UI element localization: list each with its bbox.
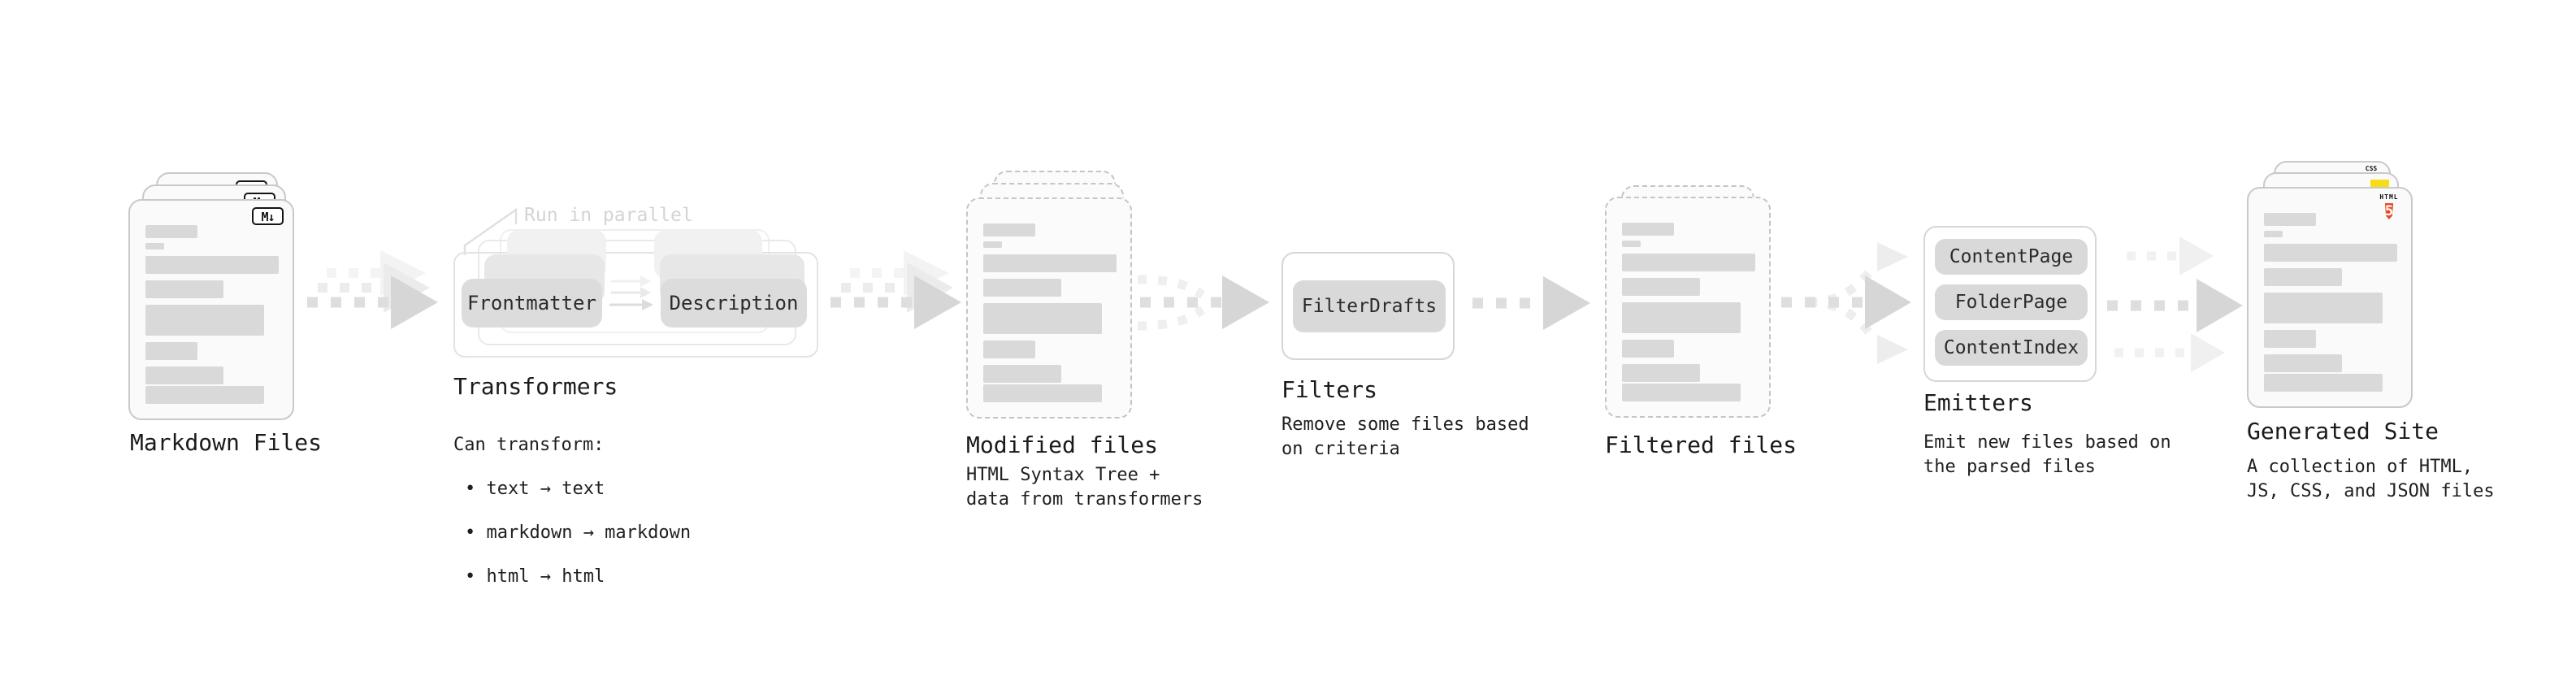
run-in-parallel-leader-line: [463, 207, 518, 255]
arrow-filtered-to-emitters: [1781, 242, 1911, 364]
arrow-transformers-to-modified: [830, 250, 961, 329]
folder-page-label: FolderPage: [1954, 292, 2068, 313]
markdown-icon: M↓: [252, 207, 284, 225]
emitters-title: Emitters: [1923, 389, 2033, 416]
transformers-bullet: • text → text: [465, 479, 605, 499]
markdown-files-stack: M↓ M↓ M↓: [128, 172, 323, 424]
text-line-placeholders: [968, 199, 1130, 417]
transformers-title: Transformers: [453, 373, 618, 400]
filters-caption: Remove some files based on criteria: [1281, 414, 1529, 459]
frontmatter-label: Frontmatter: [467, 292, 596, 314]
transformers-caption: Can transform: • text → text • markdown …: [453, 412, 691, 609]
modified-files-caption: HTML Syntax Tree + data from transformer…: [966, 465, 1203, 510]
description-label: Description: [669, 292, 799, 314]
generated-site-stack: CSS HTML 5: [2247, 161, 2442, 413]
html5-icon: HTML 5: [2379, 193, 2399, 219]
text-line-placeholders: [130, 201, 293, 419]
run-in-parallel-label: Run in parallel: [524, 205, 693, 226]
content-index-box: ContentIndex: [1935, 330, 2088, 366]
modified-files-stack: [966, 171, 1161, 423]
filters-panel: FilterDrafts: [1281, 252, 1455, 360]
filtered-file-card-front: [1605, 197, 1771, 418]
arrow-emitters-to-site: [2107, 236, 2243, 372]
filtered-files-stack: [1605, 185, 1800, 429]
generated-site-caption: A collection of HTML, JS, CSS, and JSON …: [2247, 457, 2495, 501]
modified-file-card-front: [966, 197, 1132, 419]
transformers-bullet: • markdown → markdown: [465, 523, 692, 543]
markdown-files-title: Markdown Files: [130, 429, 323, 456]
generated-site-title: Generated Site: [2247, 418, 2439, 445]
text-line-placeholders: [1607, 198, 1769, 416]
frontmatter-box: Frontmatter: [462, 279, 602, 327]
emitters-caption: Emit new files based on the parsed files: [1923, 432, 2171, 477]
content-index-label: ContentIndex: [1943, 337, 2079, 358]
transformers-caption-heading: Can transform:: [453, 435, 605, 455]
emitters-panel: ContentPage FolderPage ContentIndex: [1923, 226, 2097, 382]
description-box: Description: [661, 279, 807, 327]
html-file-card: HTML 5: [2247, 187, 2413, 408]
transformers-bullet: • html → html: [465, 566, 605, 587]
filtered-files-title: Filtered files: [1605, 432, 1798, 458]
folder-page-box: FolderPage: [1935, 284, 2088, 320]
html5-shield: 5: [2384, 203, 2394, 219]
filter-drafts-box: FilterDrafts: [1293, 280, 1446, 332]
content-page-label: ContentPage: [1949, 246, 2074, 267]
arrow-modified-to-filters: [1137, 275, 1269, 331]
arrow-markdown-to-transformers: [307, 250, 438, 329]
modified-files-title: Modified files: [966, 432, 1159, 458]
filter-drafts-label: FilterDrafts: [1301, 296, 1438, 317]
transformer-parallel-arrows: [609, 275, 653, 310]
filters-title: Filters: [1281, 376, 1378, 403]
text-line-placeholders: [2249, 189, 2411, 406]
transformer-outline-front: [453, 252, 818, 358]
content-page-box: ContentPage: [1935, 239, 2088, 275]
markdown-file-card-front: M↓: [128, 199, 294, 420]
arrow-filters-to-filtered: [1472, 276, 1590, 330]
